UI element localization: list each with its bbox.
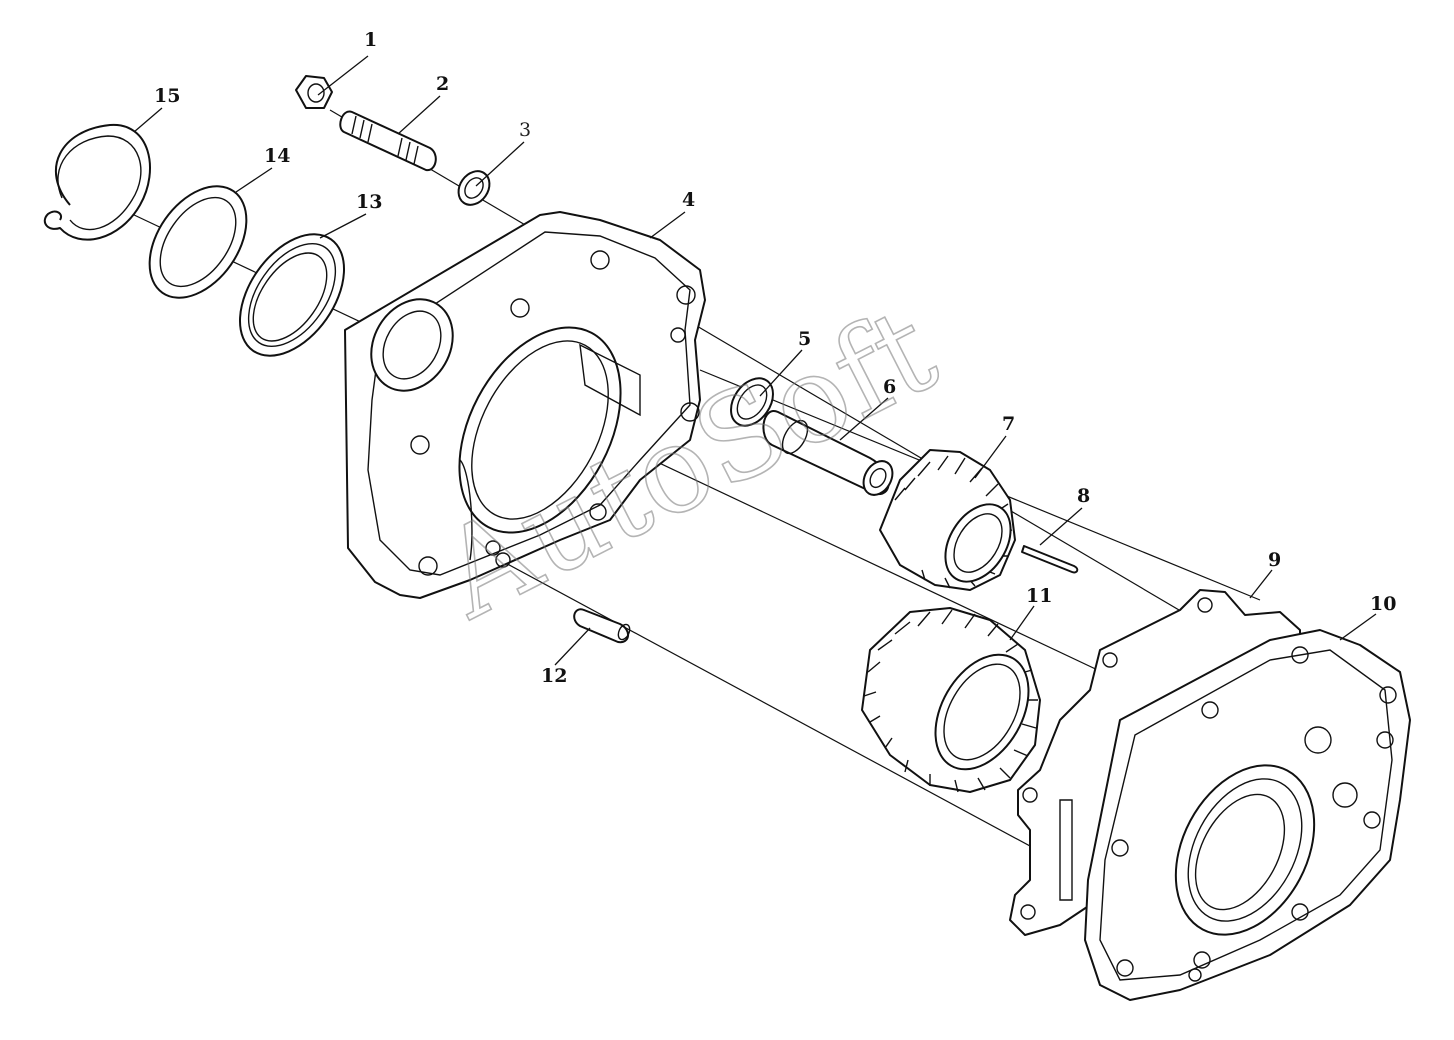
part-11-driven-gear <box>861 607 1041 793</box>
callout-2: 2 <box>436 73 449 95</box>
part-10-cover-plate <box>1084 629 1411 1001</box>
part-5-o-ring <box>730 377 774 427</box>
part-6-shaft <box>762 410 894 496</box>
callout-11: 11 <box>1026 585 1052 607</box>
callout-8: 8 <box>1077 485 1090 507</box>
callout-14: 14 <box>264 145 290 167</box>
callout-6: 6 <box>883 376 896 398</box>
callout-13: 13 <box>356 191 382 213</box>
callout-7: 7 <box>1002 413 1015 435</box>
callout-15: 15 <box>154 85 180 107</box>
part-8-pin <box>1021 545 1079 574</box>
part-15-snap-ring <box>43 123 151 241</box>
callout-3: 3 <box>519 119 531 141</box>
callout-12: 12 <box>541 665 567 687</box>
part-12-dowel <box>573 608 631 644</box>
part-1-nut <box>295 75 333 109</box>
callout-1: 1 <box>364 29 377 51</box>
callouts: 1 2 3 4 5 6 7 8 9 10 11 12 13 14 15 <box>154 29 1396 687</box>
part-7-drive-gear <box>879 449 1016 591</box>
leader-lines <box>133 55 1377 666</box>
part-2-stud-bolt <box>339 110 437 172</box>
callout-4: 4 <box>682 189 695 211</box>
callout-10: 10 <box>1370 593 1396 615</box>
callout-9: 9 <box>1268 549 1281 571</box>
callout-5: 5 <box>798 328 811 350</box>
part-14-ring <box>148 185 248 299</box>
part-3-washer <box>457 170 491 206</box>
part-13-oil-seal <box>238 233 346 357</box>
part-4-pump-housing <box>344 211 706 599</box>
